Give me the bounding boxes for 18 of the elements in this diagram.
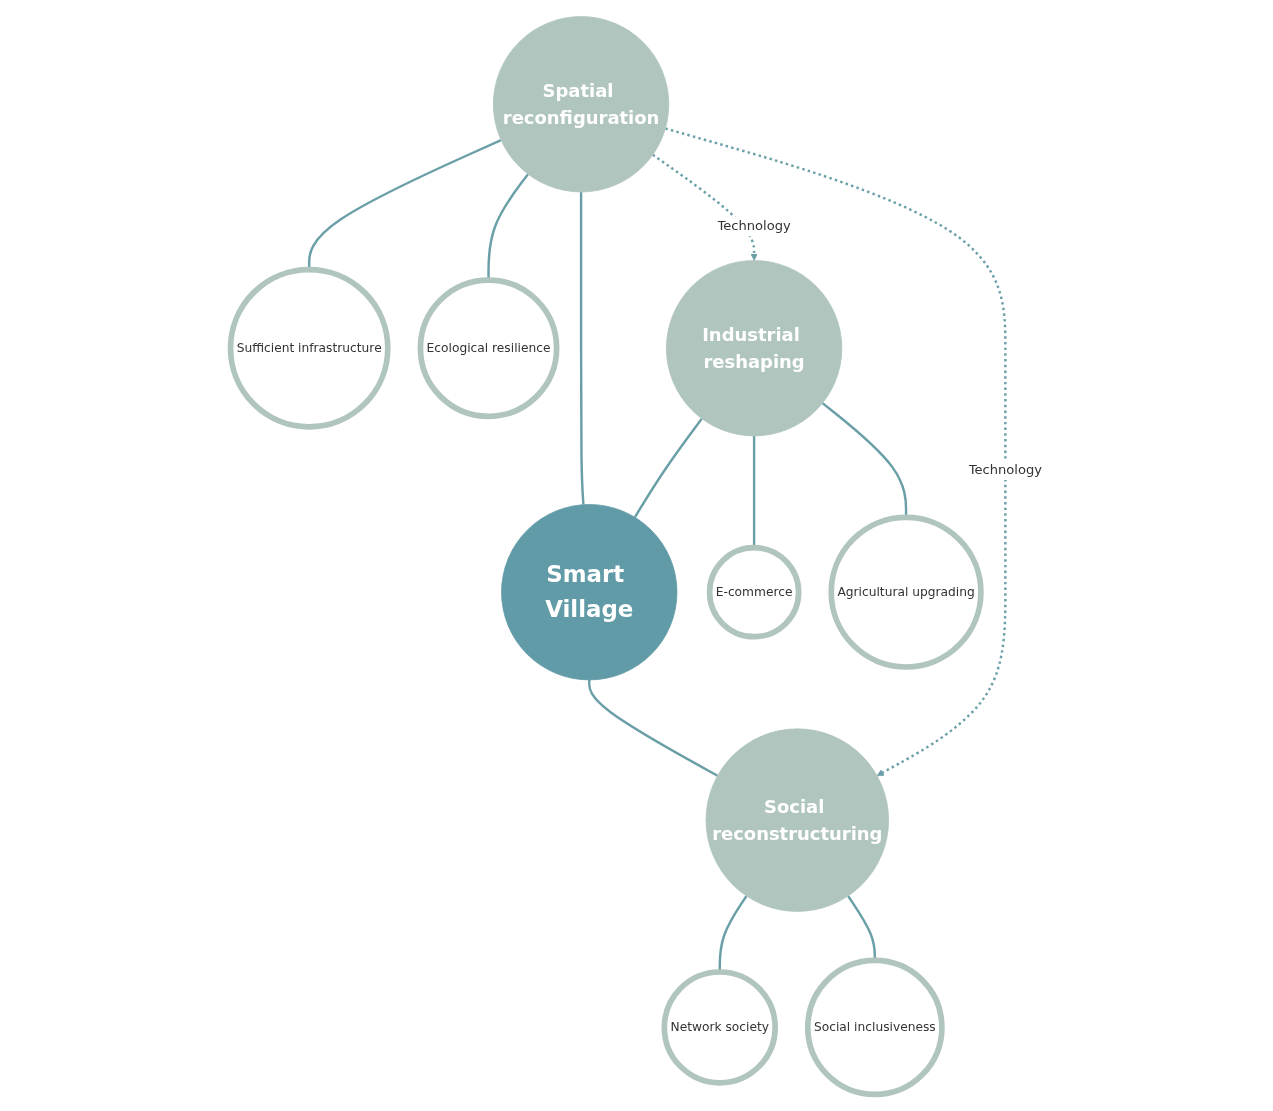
connector bbox=[634, 417, 704, 518]
node-circle: Social reconstructuring bbox=[705, 728, 890, 912]
connector bbox=[580, 192, 585, 505]
node-circle: Network society bbox=[661, 969, 779, 1086]
node-circle: Ecological resilience bbox=[417, 277, 560, 420]
connector bbox=[588, 679, 719, 777]
node-circle: Social inclusiveness bbox=[805, 957, 945, 1098]
node-circle: Agricultural upgrading bbox=[828, 514, 984, 670]
node-circle: Spatial reconfiguration bbox=[493, 16, 670, 193]
edge-label: Technology bbox=[969, 462, 1043, 478]
edge-label: Technology bbox=[717, 218, 791, 234]
node-circle: Smart Village bbox=[501, 504, 678, 681]
connector bbox=[718, 895, 748, 972]
node-circle: E-commerce bbox=[707, 544, 802, 640]
node-circle: Sufficient infrastructure bbox=[227, 266, 391, 430]
node-circle: Industrial reshaping bbox=[666, 260, 843, 437]
arrow bbox=[652, 153, 758, 261]
arrow bbox=[665, 127, 1007, 777]
